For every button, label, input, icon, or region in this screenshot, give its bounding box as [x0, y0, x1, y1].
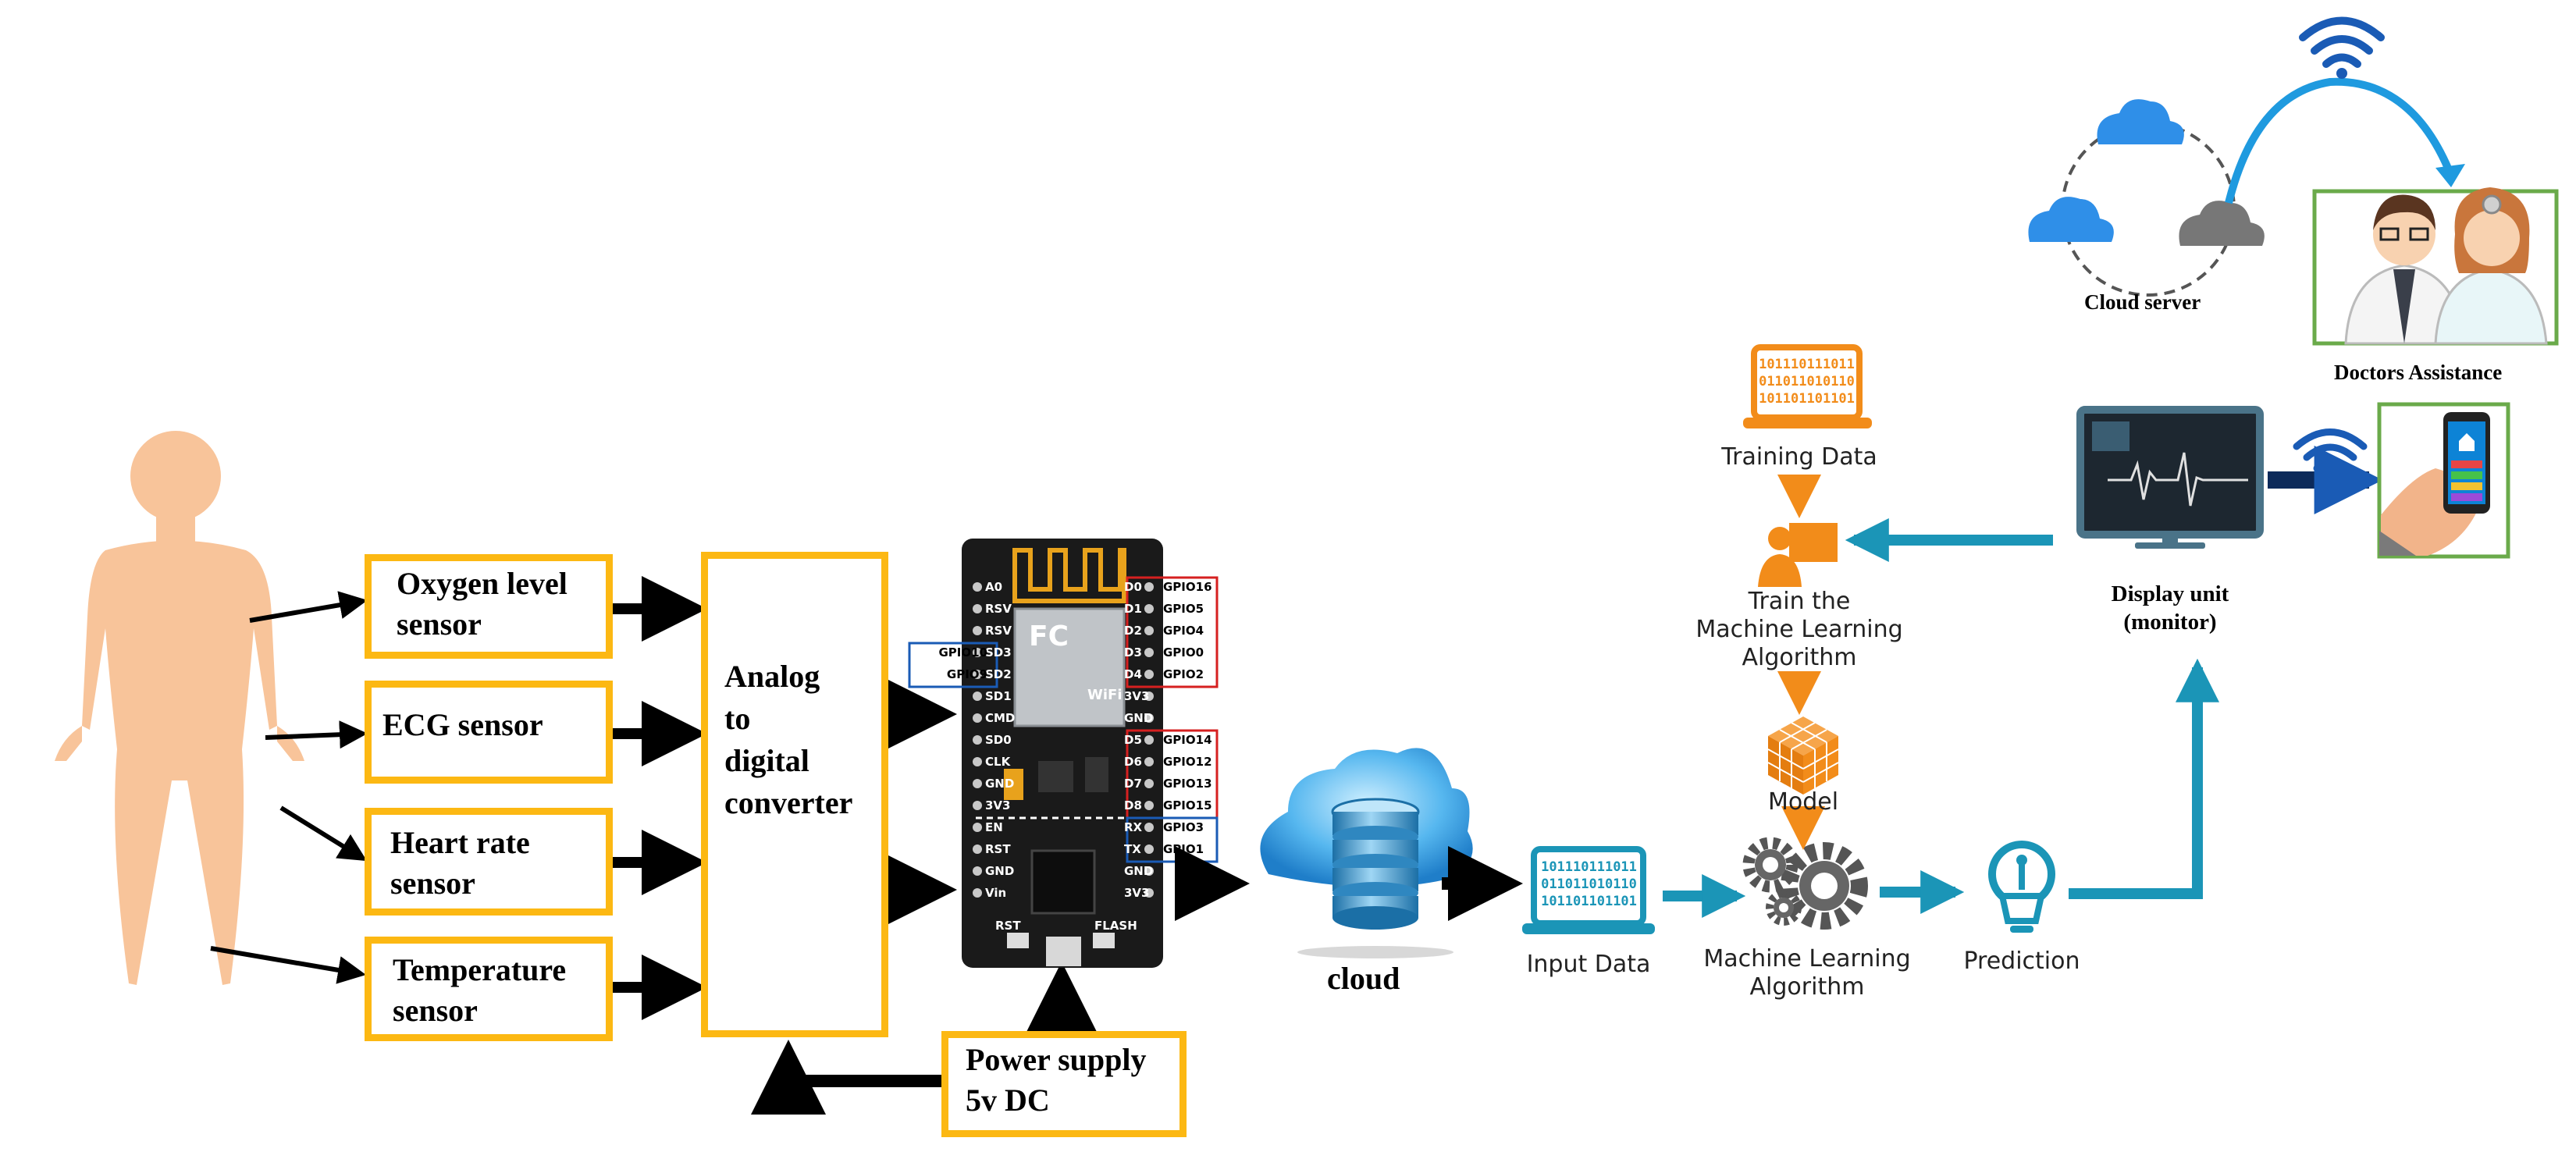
board-pin-label: D4 [1124, 667, 1142, 681]
board-pin-label: D7 [1124, 777, 1142, 791]
gpio-label: GPIO13 [1163, 777, 1212, 791]
board-pin-label: D3 [1124, 645, 1142, 660]
monitor-icon [2076, 406, 2264, 549]
board-pin-label: SD0 [985, 733, 1012, 747]
gpio-label: GPIO12 [1163, 755, 1212, 769]
flash-label: FLASH [1094, 919, 1137, 933]
board-pin-label: RSV [985, 624, 1012, 638]
input-data-label: Input Data [1526, 951, 1651, 978]
temperature-sensor-label: Temperature sensor [393, 952, 567, 1028]
model-label: Model [1767, 788, 1839, 816]
cloud-server-icon [2028, 99, 2265, 297]
nodemcu-board-icon [908, 539, 1219, 968]
cloud-database-icon [1260, 748, 1473, 958]
training-data-label: Training Data [1721, 443, 1877, 471]
gpio-label: GPIO1 [1163, 842, 1204, 856]
board-pin-label: RSV [985, 602, 1012, 616]
doctors-icon [2312, 187, 2559, 346]
board-pin-label: D6 [1124, 755, 1142, 769]
board-pin-label: 3V3 [1124, 886, 1150, 900]
adc-label: Analog to digital converter [724, 659, 853, 820]
human-body-icon [55, 431, 304, 985]
board-pin-label: SD1 [985, 689, 1012, 703]
arc-arrowhead [2435, 164, 2465, 187]
ml-algorithm-label: Machine Learning Algorithm [1703, 945, 1911, 1001]
arrow-body-heart [279, 805, 368, 862]
board-pin-label: EN [985, 820, 1003, 834]
board-pin-label: CMD [985, 711, 1016, 725]
board-pin-label: RST [985, 842, 1011, 856]
board-pin-label: 3V3 [1124, 689, 1150, 703]
gpio-label: GPIO14 [1163, 733, 1212, 747]
board-pin-label: D2 [1124, 624, 1142, 638]
gpio-label: GPIO10 [938, 645, 987, 660]
board-pin-label: D0 [1124, 580, 1142, 594]
board-pin-label: SD2 [985, 667, 1012, 681]
board-pin-label: CLK [985, 755, 1011, 769]
oxygen-sensor-label: Oxygen level sensor [397, 566, 568, 642]
board-pin-label: TX [1124, 842, 1141, 856]
board-pin-label: GND [985, 777, 1015, 791]
board-pin-label: D1 [1124, 602, 1142, 616]
arc-cloud-doctors [2225, 77, 2455, 204]
oxygen-sensor-box [365, 554, 613, 659]
model-cube-icon [1767, 716, 1839, 795]
arrow-body-ecg [265, 720, 368, 749]
trainer-person-icon [1758, 523, 1838, 587]
gpio-label: GPIO5 [1163, 602, 1204, 616]
rst-label: RST [995, 919, 1021, 933]
heart-rate-sensor-box [365, 808, 613, 916]
ecg-sensor-label: ECG sensor [382, 707, 543, 742]
prediction-label: Prediction [1963, 948, 2080, 975]
board-pin-label: 3V3 [985, 798, 1011, 812]
board-pin-label: GND [985, 864, 1015, 878]
board-pin-label: GND [1124, 864, 1154, 878]
module-fc-mark: FC [1029, 620, 1069, 652]
module-wifi-mark: WiFi [1087, 687, 1123, 703]
display-unit-label: Display unit (monitor) [2111, 581, 2229, 635]
gpio-label: GPIO3 [1163, 820, 1204, 834]
gpio-label: GPIO16 [1163, 580, 1212, 594]
board-pin-label: D5 [1124, 733, 1142, 747]
cloud-server-label: Cloud server [2084, 290, 2201, 314]
heart-rate-sensor-label: Heart rate sensor [390, 825, 530, 901]
wifi-top-icon [2299, 16, 2385, 79]
doctors-assistance-label: Doctors Assistance [2334, 361, 2503, 384]
board-pin-label: A0 [985, 580, 1003, 594]
phone-in-hand-icon [2377, 402, 2510, 559]
gpio-label: GPIO4 [1163, 624, 1204, 638]
gpio-label: GPIO2 [1163, 667, 1204, 681]
temperature-sensor-box [365, 937, 613, 1041]
board-pin-dots [973, 582, 1154, 898]
board-pin-label: Vin [985, 886, 1007, 900]
gears-icon [1742, 837, 1868, 930]
adc-box [701, 552, 888, 1037]
arrow-body-oxygen [249, 591, 368, 623]
board-pin-label: SD3 [985, 645, 1012, 660]
train-algorithm-label: Train the Machine Learning Algorithm [1695, 588, 1903, 671]
training-binary-text: 101110111011 011011010110 101101101101 [1759, 357, 1855, 407]
power-supply-label: Power supply 5v DC [966, 1042, 1147, 1118]
arrow-body-temp [210, 946, 366, 984]
power-supply-box [941, 1031, 1187, 1137]
board-pin-label: RX [1124, 820, 1143, 834]
cloud-label: cloud [1327, 961, 1400, 996]
training-data-laptop-icon [1743, 344, 1872, 428]
ecg-sensor-box [365, 681, 613, 784]
gpio-label: GPIO15 [1163, 798, 1212, 812]
board-pin-label: GND [1124, 711, 1154, 725]
gpio-label: GPIO0 [1163, 645, 1204, 660]
input-data-laptop-icon [1522, 846, 1655, 934]
input-binary-text: 101110111011 011011010110 101101101101 [1541, 859, 1637, 909]
arrow-power-adc-line [782, 1060, 941, 1087]
board-pin-label: D8 [1124, 798, 1142, 812]
gpio-label: GPIO9 [946, 667, 987, 681]
arrow-prediction-display-line [2069, 679, 2203, 899]
lightbulb-icon [1988, 841, 2055, 933]
